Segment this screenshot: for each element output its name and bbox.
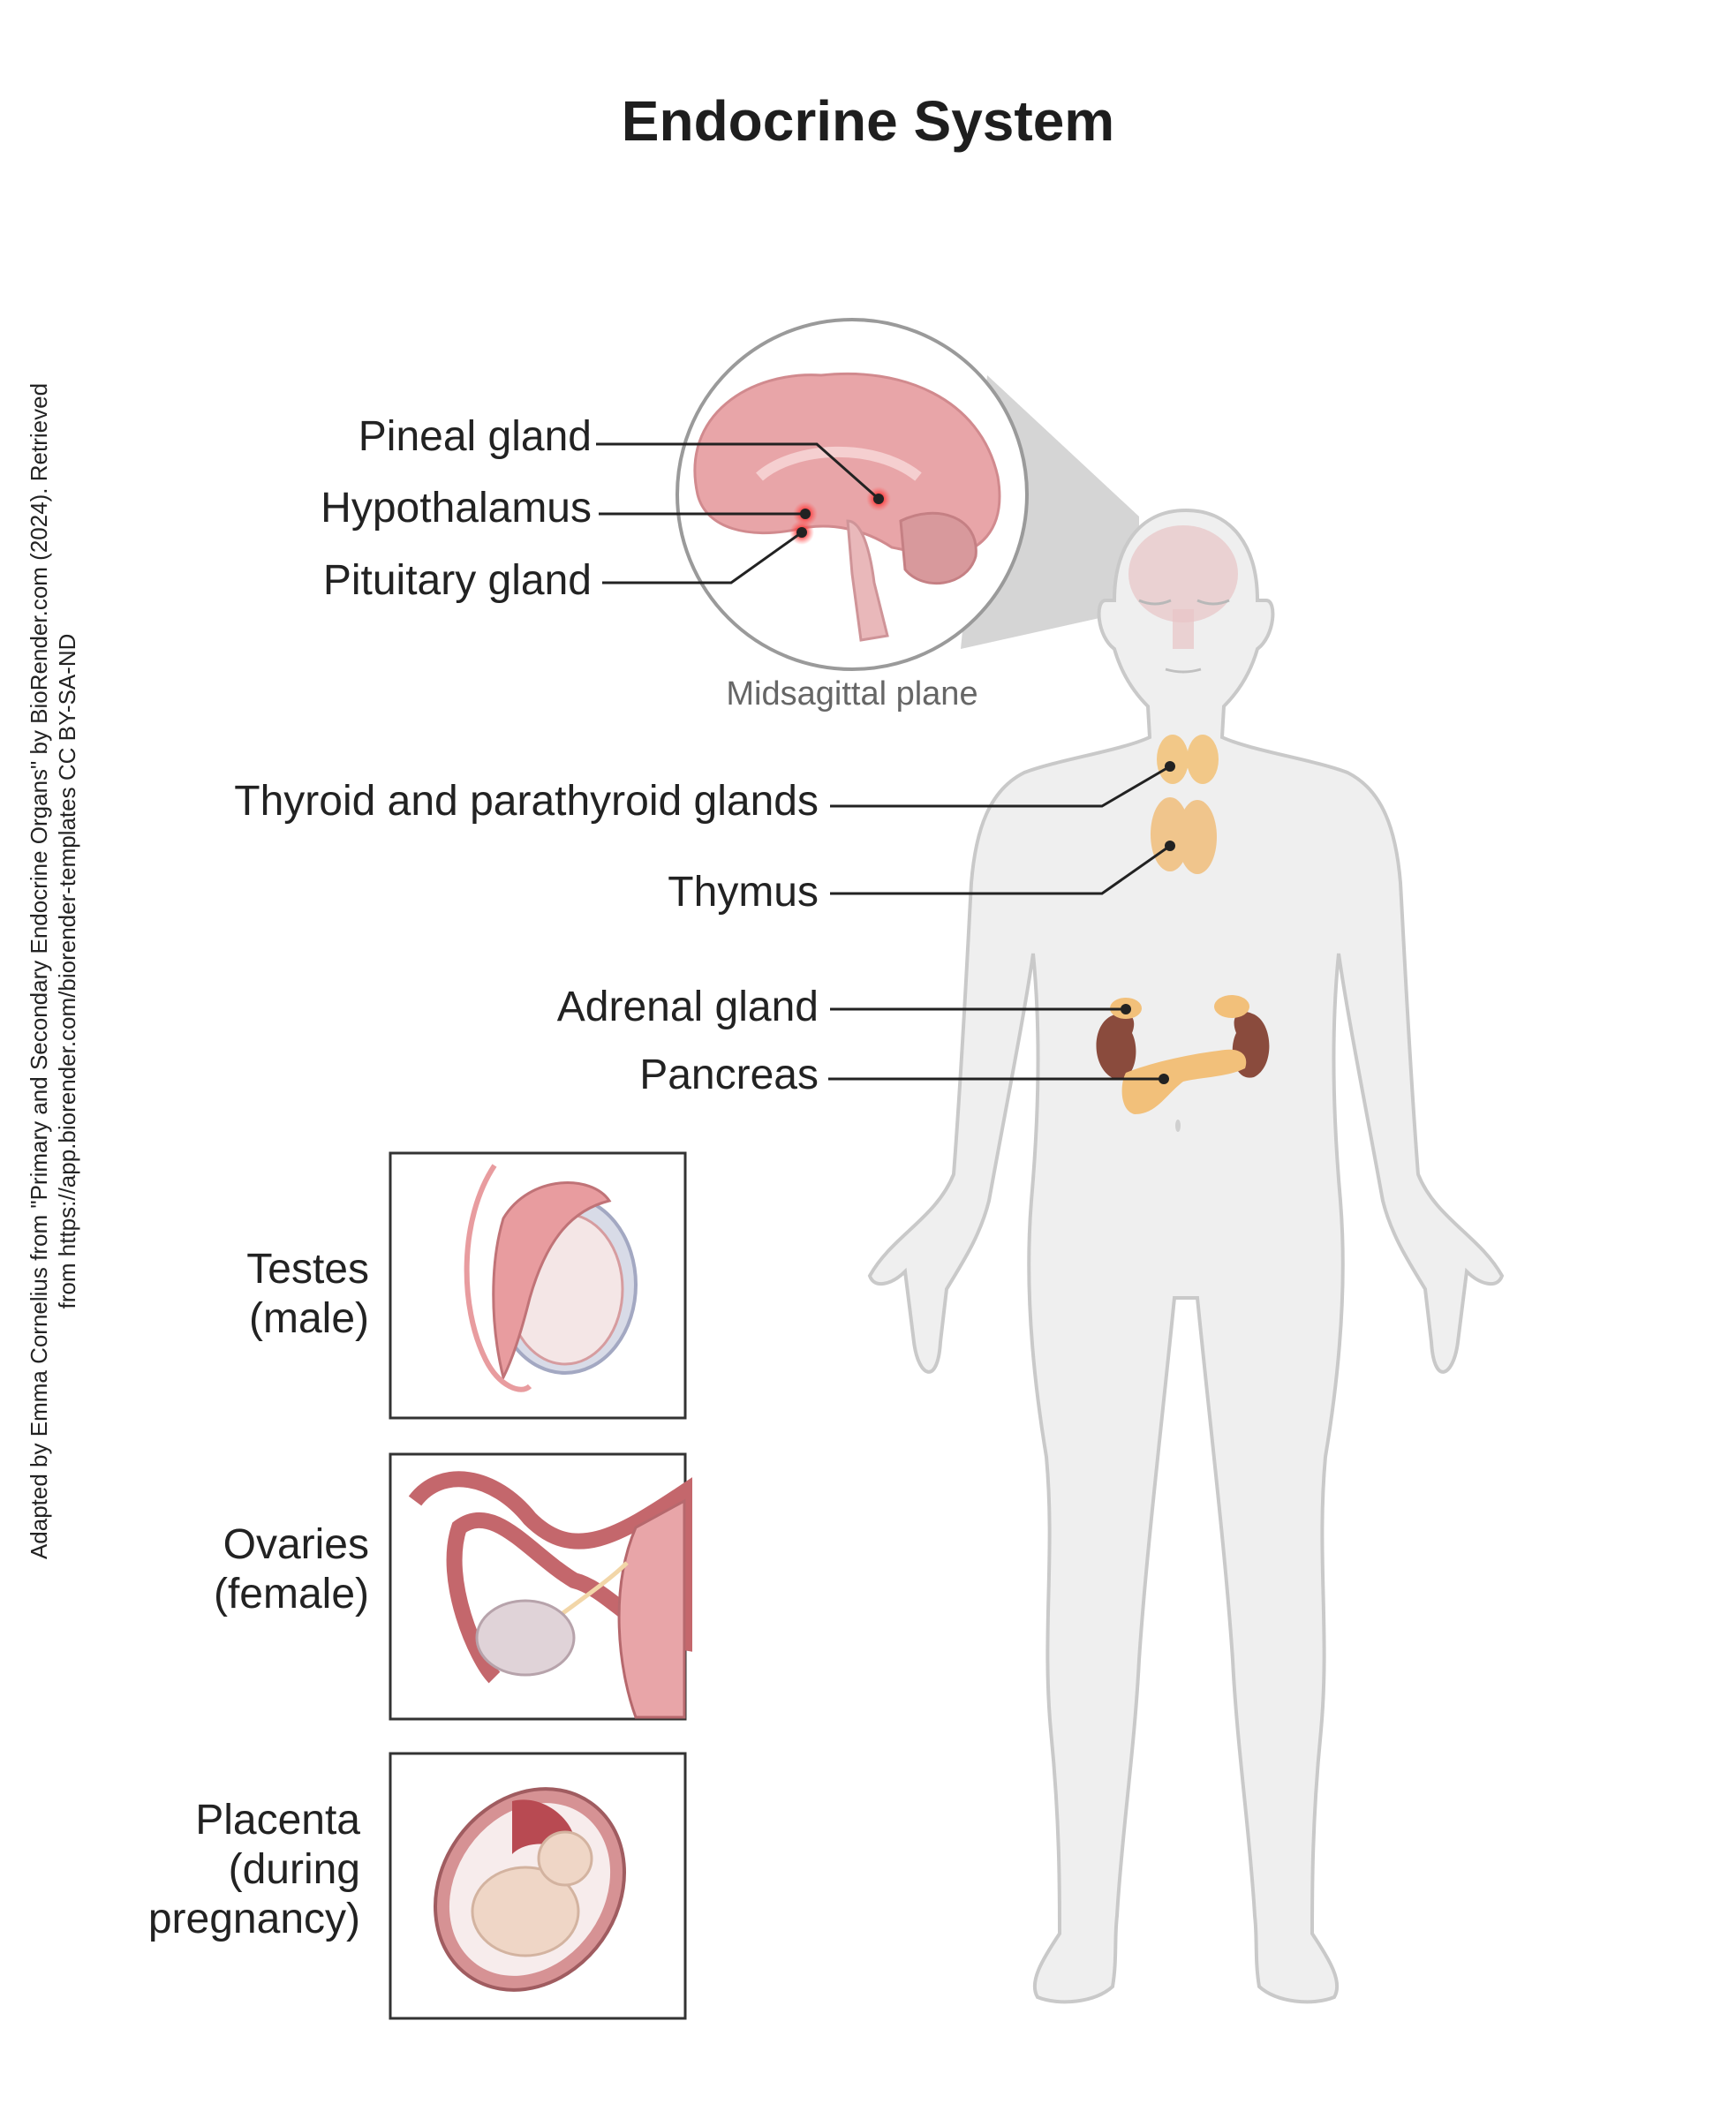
label-placenta-line3: pregnancy): [147, 1896, 360, 1942]
corpus-callosum: [756, 446, 922, 481]
testes-panel: [389, 1151, 687, 1420]
label-thymus: Thymus: [668, 869, 819, 916]
label-placenta-line2: (during: [228, 1846, 360, 1893]
label-placenta-line1: Placenta: [195, 1797, 360, 1844]
leader-lines: [596, 442, 1171, 1081]
pituitary-line: [602, 531, 803, 584]
brainstem: [846, 519, 889, 642]
brain-inset-caption: Midsagittal plane: [726, 675, 978, 713]
thymus-line: [830, 844, 1171, 895]
label-ovaries-line2: (female): [213, 1571, 369, 1618]
body-outline: [867, 508, 1505, 2004]
label-testes: Testes (male): [246, 1245, 369, 1344]
brain-inset: [676, 318, 1029, 671]
label-pancreas: Pancreas: [639, 1052, 819, 1098]
placenta-panel: [389, 1752, 687, 2020]
pancreas: [1121, 1049, 1247, 1114]
leader-dots: [796, 494, 1175, 1084]
adrenal-right: [1214, 995, 1249, 1018]
label-pineal-gland: Pineal gland: [358, 413, 592, 460]
head-brain: [1128, 525, 1238, 622]
cerebellum: [899, 511, 977, 584]
thyroid-gland: [1157, 735, 1219, 784]
ovaries-panel: [389, 1452, 692, 1721]
diagram-title: Endocrine System: [621, 89, 1115, 153]
thyroid-line: [830, 765, 1171, 808]
label-ovaries: Ovaries (female): [214, 1520, 369, 1619]
thymus-gland: [1151, 797, 1217, 874]
label-thyroid: Thyroid and parathyroid glands: [234, 778, 819, 825]
label-adrenal-gland: Adrenal gland: [556, 984, 819, 1030]
head-brainstem: [1173, 609, 1194, 649]
label-hypothalamus: Hypothalamus: [321, 485, 592, 532]
label-testes-line2: (male): [248, 1295, 369, 1342]
label-pituitary-gland: Pituitary gland: [322, 557, 592, 604]
label-testes-line1: Testes: [246, 1246, 369, 1293]
label-placenta: Placenta (during pregnancy): [148, 1796, 360, 1944]
label-ovaries-line1: Ovaries: [223, 1521, 369, 1568]
pineal-line: [596, 442, 879, 501]
